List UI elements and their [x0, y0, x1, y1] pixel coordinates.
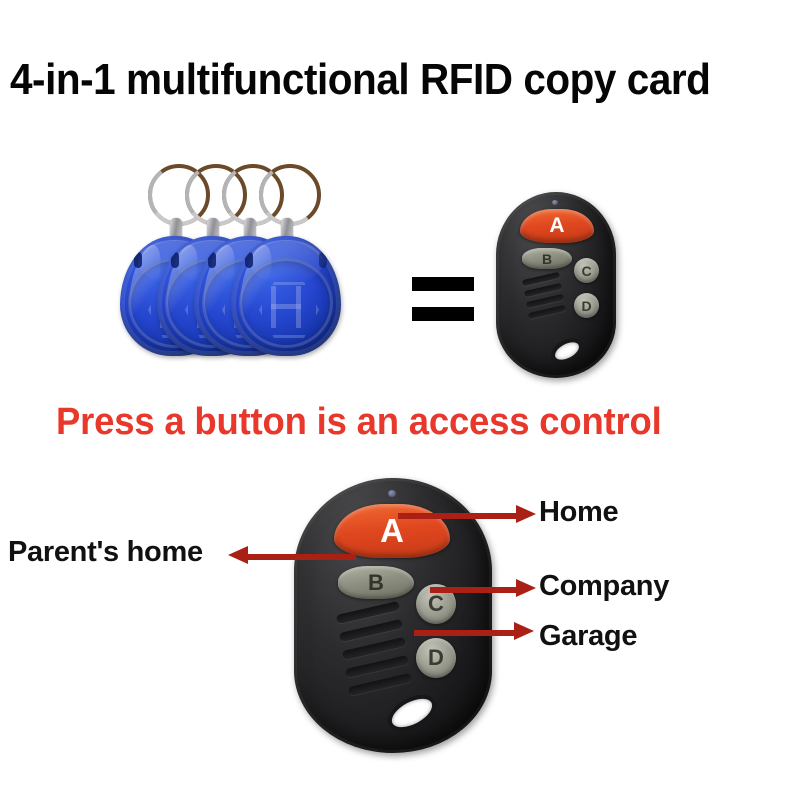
remote-control-large: A B C D	[294, 478, 492, 753]
callout-label-garage: Garage	[539, 620, 638, 652]
callout-arrow-parents-home	[228, 546, 356, 564]
remote-control-small: A B C D	[496, 192, 616, 378]
remote-grip-ridges	[521, 271, 574, 326]
section-subtitle: Press a button is an access control	[56, 401, 662, 443]
remote-button-b[interactable]: B	[338, 566, 414, 599]
remote-button-b[interactable]: B	[522, 248, 572, 269]
led-indicator-icon	[388, 490, 396, 497]
keyfob-body	[231, 236, 341, 356]
keyfob-slot-icon	[245, 252, 253, 268]
keyfob-h-emblem-icon	[255, 276, 319, 338]
callout-arrow-garage	[414, 622, 534, 640]
remote-grip-ridges	[335, 600, 424, 697]
split-ring-icon	[259, 164, 321, 226]
keyfob-slot-icon	[319, 252, 327, 268]
callout-arrow-home	[398, 505, 536, 523]
keyfob-slot-icon	[134, 252, 142, 268]
remote-button-c[interactable]: C	[574, 258, 599, 283]
remote-button-d[interactable]: D	[416, 638, 456, 678]
callout-label-home: Home	[539, 496, 619, 528]
keyfob-group	[120, 152, 370, 382]
page-title: 4-in-1 multifunctional RFID copy card	[10, 55, 711, 104]
remote-button-a[interactable]: A	[520, 209, 594, 243]
led-indicator-icon	[552, 200, 558, 205]
rfid-keyfob	[231, 164, 341, 356]
callout-arrow-company	[430, 579, 536, 597]
keyfob-slot-icon	[208, 252, 216, 268]
callout-label-company: Company	[539, 570, 670, 602]
callout-label-parents-home: Parent's home	[8, 536, 203, 568]
keyfob-slot-icon	[171, 252, 179, 268]
remote-button-d[interactable]: D	[574, 293, 599, 318]
equals-sign-icon	[412, 277, 474, 323]
